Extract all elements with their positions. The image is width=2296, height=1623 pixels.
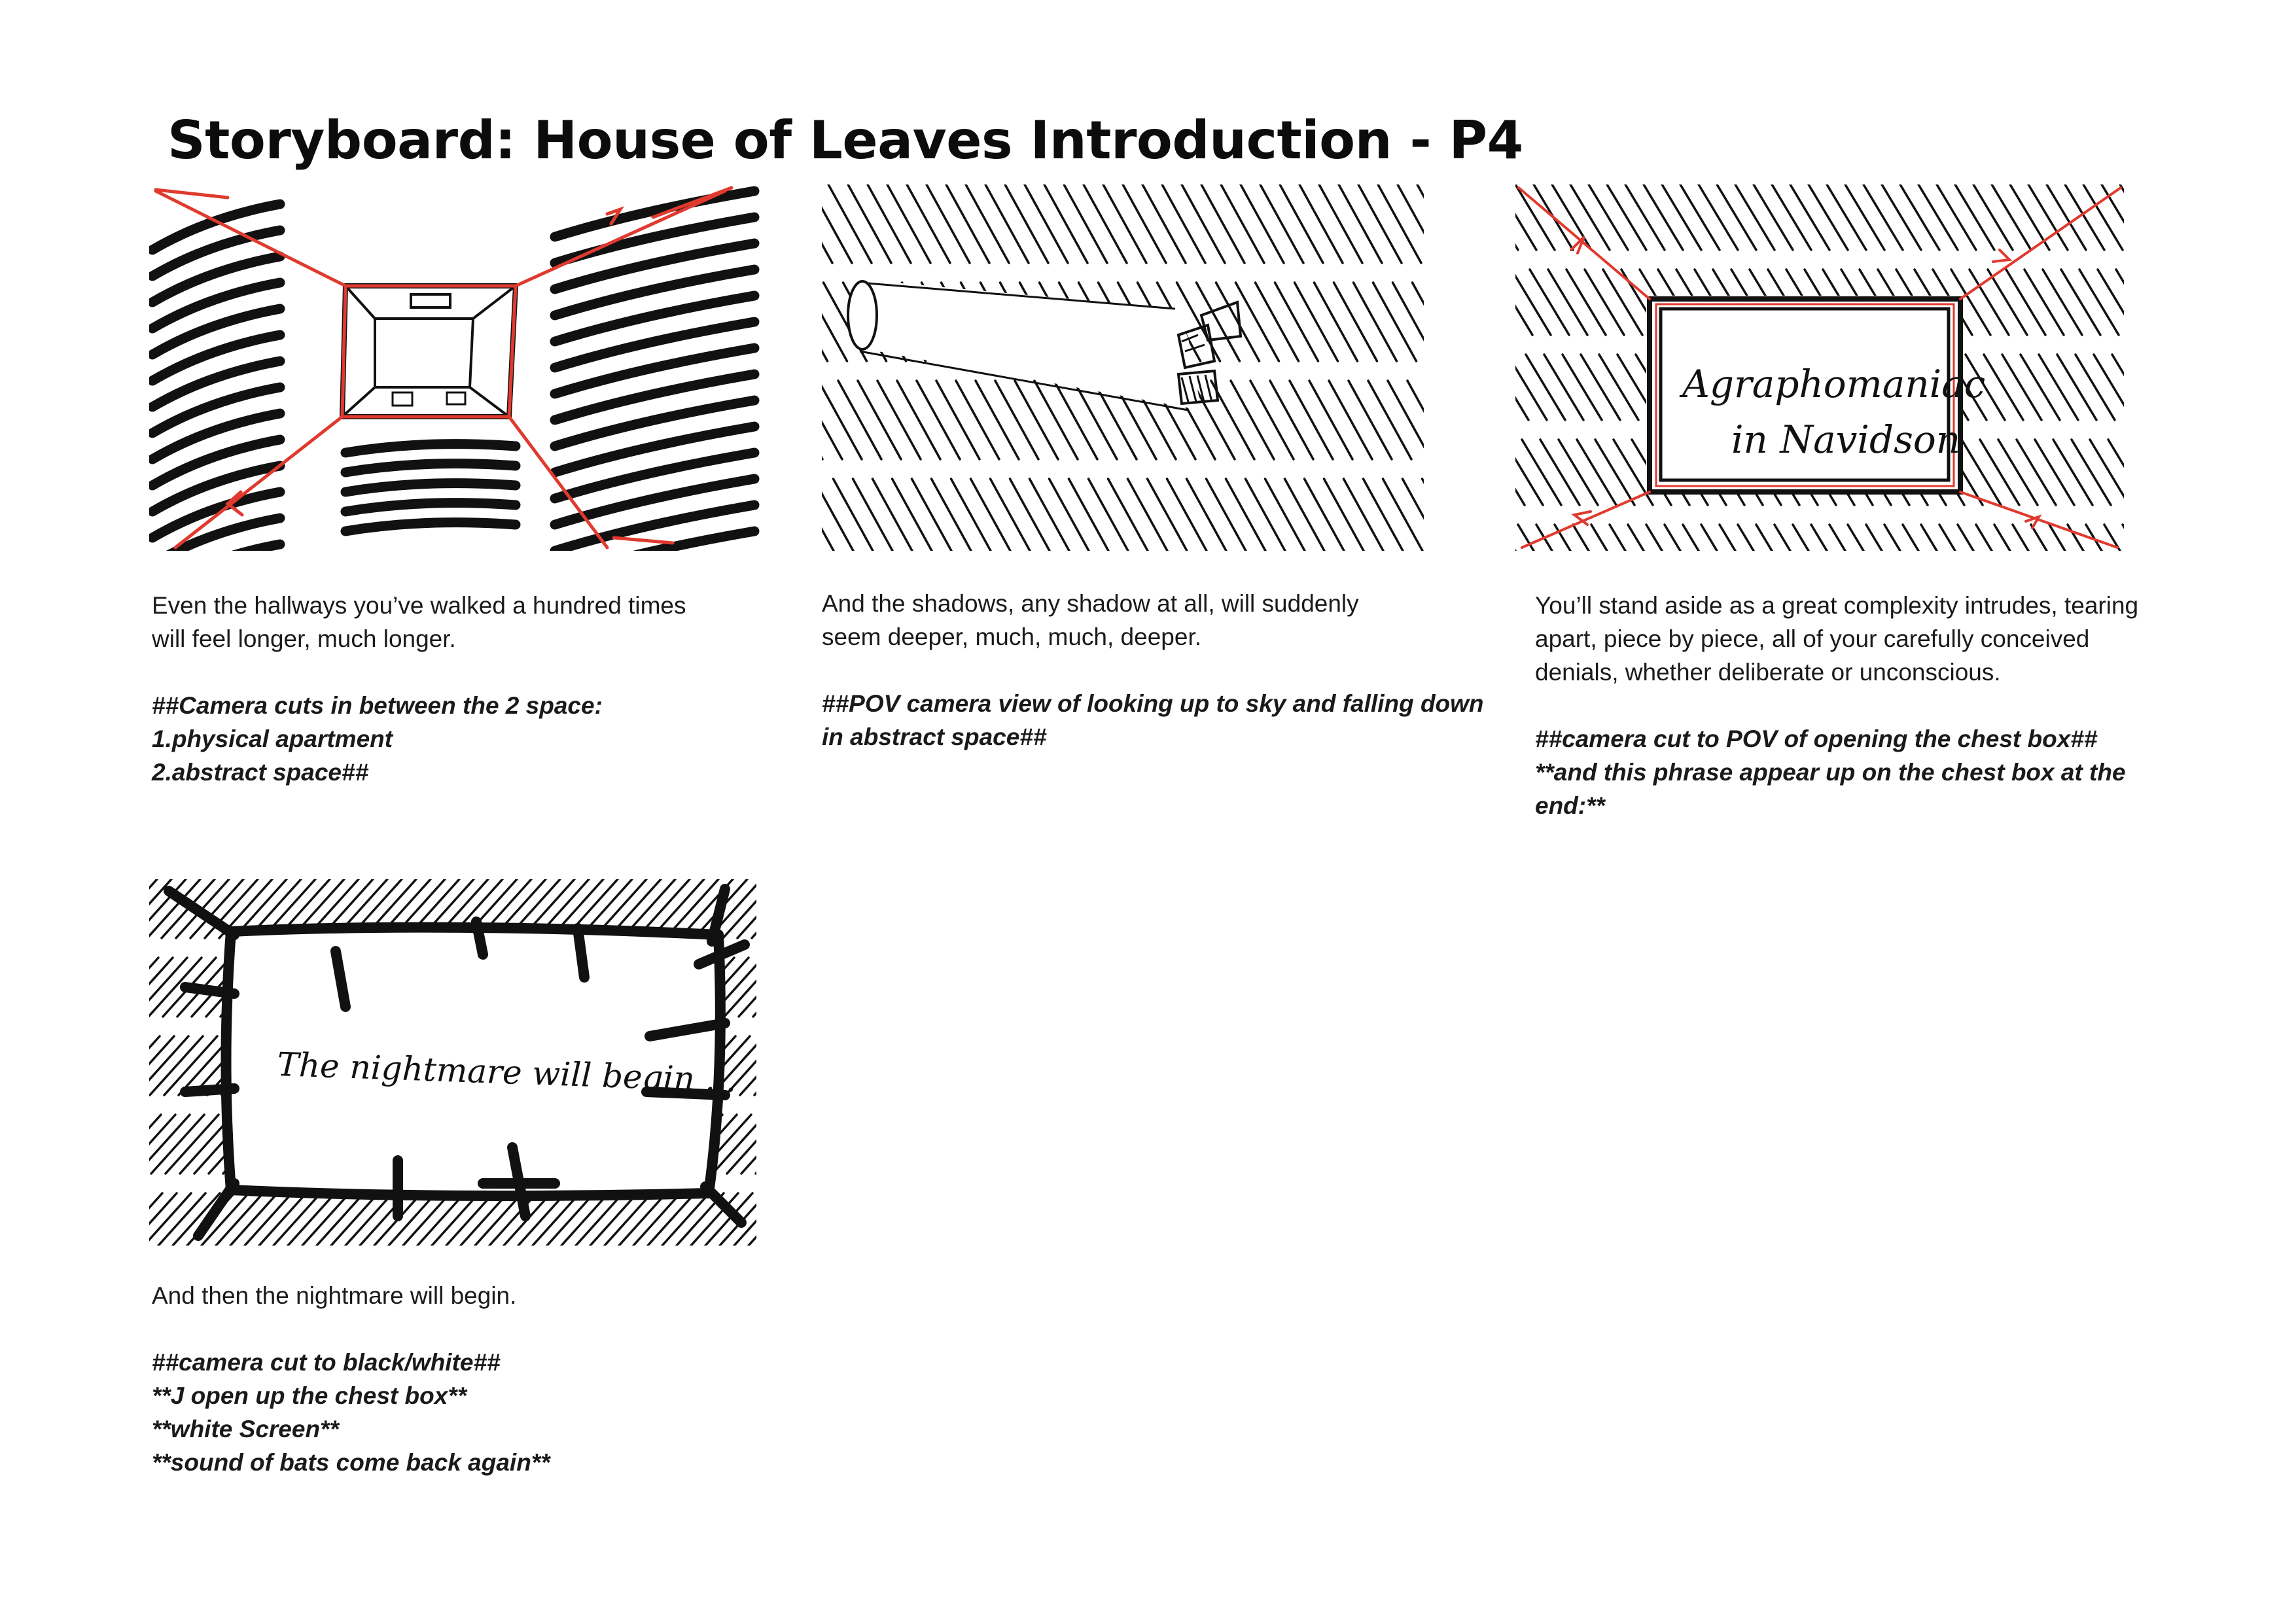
narration-line: apart, piece by piece, all of your caref… [1535,625,2090,652]
storyboard-frame-1 [149,184,762,551]
camera-note-line: ##camera cut to black/white## [152,1349,501,1376]
storyboard-frame-3: Agraphomaniac in Navidson [1515,184,2124,551]
box-inscription-line-1: Agraphomaniac [1679,362,1985,406]
camera-note-line: in abstract space## [822,724,1047,750]
storyboard-frame-4: The nightmare will begin ... [149,879,756,1246]
narration-line: You’ll stand aside as a great complexity… [1535,592,2139,619]
camera-note-line: ##camera cut to POV of opening the chest… [1535,725,2098,752]
camera-note-line: **sound of bats come back again** [152,1449,550,1476]
box-inscription-line-2: in Navidson [1731,417,1960,462]
white-screen-sketch: The nightmare will begin ... [149,879,756,1246]
narration-line: seem deeper, much, much, deeper. [822,623,1202,650]
storyboard-frame-2 [822,184,1424,551]
camera-note-line: ##POV camera view of looking up to sky a… [822,690,1484,717]
narration-line: denials, whether deliberate or unconscio… [1535,659,2001,686]
camera-note-line: **white Screen** [152,1416,339,1442]
panel-2-caption: And the shadows, any shadow at all, will… [822,587,1484,754]
narration-line: will feel longer, much longer. [152,625,456,652]
chest-box-sketch: Agraphomaniac in Navidson [1515,184,2124,551]
falling-tube-sketch [822,184,1424,551]
camera-note-line: **J open up the chest box** [152,1382,467,1409]
hallway-perspective-sketch [149,186,760,551]
narration-line: And then the nightmare will begin. [152,1282,517,1309]
panel-1-caption: Even the hallways you’ve walked a hundre… [152,589,754,789]
camera-note-line: ##Camera cuts in between the 2 space: [152,692,603,719]
panel-4-caption: And then the nightmare will begin. ##cam… [152,1279,754,1479]
camera-note-line: end:** [1535,792,1605,819]
camera-note-line: 2.abstract space## [152,759,369,786]
camera-note-line: **and this phrase appear up on the chest… [1535,759,2126,786]
narration-line: And the shadows, any shadow at all, will… [822,590,1359,617]
panel-3-caption: You’ll stand aside as a great complexity… [1535,589,2189,822]
narration-line: Even the hallways you’ve walked a hundre… [152,592,686,619]
camera-note-line: 1.physical apartment [152,725,393,752]
page-title: Storyboard: House of Leaves Introduction… [168,110,1523,171]
